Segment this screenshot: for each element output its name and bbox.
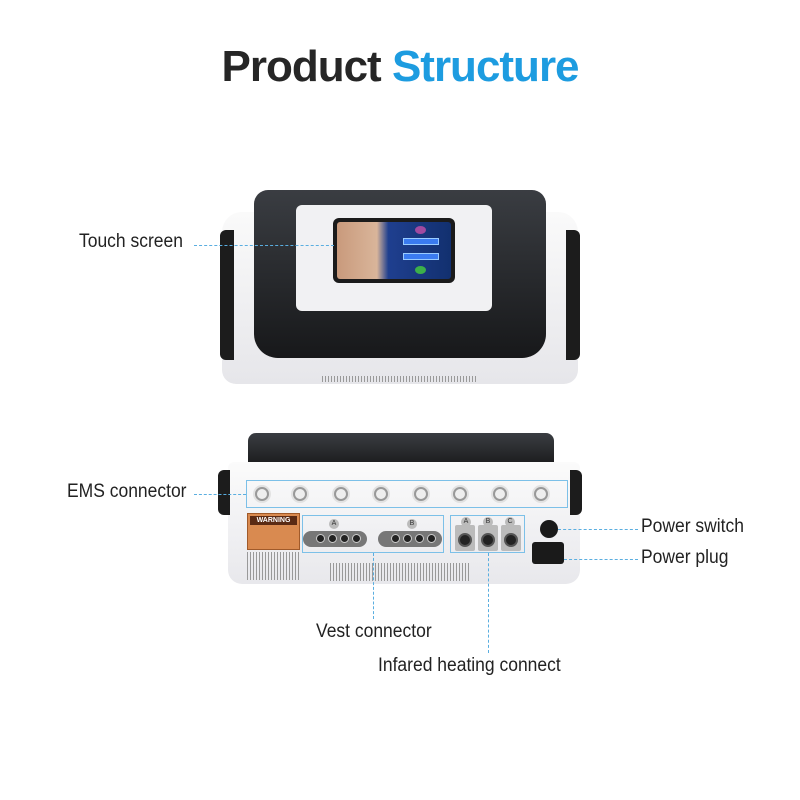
warning-sticker: WARNING xyxy=(247,513,300,550)
ems-port xyxy=(534,487,548,501)
power-plug xyxy=(532,542,564,564)
leader-line-touch-screen xyxy=(194,245,334,246)
vest-port-letter: A xyxy=(329,519,339,529)
leader-line-ems xyxy=(194,494,246,495)
infrared-port-letter: A xyxy=(461,517,471,527)
ems-port xyxy=(293,487,307,501)
leader-line-vest xyxy=(373,553,374,619)
ems-port xyxy=(493,487,507,501)
leader-line-infrared xyxy=(488,553,489,653)
title-part1: Product xyxy=(221,42,381,91)
leader-line-power-switch xyxy=(558,529,638,530)
infrared-port xyxy=(455,525,475,551)
infrared-port xyxy=(478,525,498,551)
page-title: Product Structure xyxy=(0,42,800,92)
title-part2: Structure xyxy=(391,42,580,91)
ems-port xyxy=(374,487,388,501)
infrared-port xyxy=(501,525,521,551)
label-power-switch: Power switch xyxy=(641,516,744,537)
infrared-connector-panel xyxy=(450,515,525,553)
ems-port xyxy=(334,487,348,501)
leader-line-power-plug xyxy=(564,559,638,560)
power-switch xyxy=(540,520,558,538)
touch-screen xyxy=(333,218,455,283)
vest-port xyxy=(378,531,442,547)
warning-label: WARNING xyxy=(250,516,297,525)
label-power-plug: Power plug xyxy=(641,547,729,568)
infrared-port-letter: B xyxy=(483,517,493,527)
infrared-port-letter: C xyxy=(505,517,515,527)
label-infrared-heating-connect: Infared heating connect xyxy=(378,655,561,676)
ems-port xyxy=(255,487,269,501)
label-touch-screen: Touch screen xyxy=(79,231,183,252)
ems-connector-panel xyxy=(246,480,568,508)
ems-port xyxy=(453,487,467,501)
vest-port-letter: B xyxy=(407,519,417,529)
label-vest-connector: Vest connector xyxy=(316,621,432,642)
vest-connector-panel xyxy=(302,515,444,553)
vest-port xyxy=(303,531,367,547)
label-ems-connector: EMS connector xyxy=(67,481,187,502)
ems-port xyxy=(414,487,428,501)
